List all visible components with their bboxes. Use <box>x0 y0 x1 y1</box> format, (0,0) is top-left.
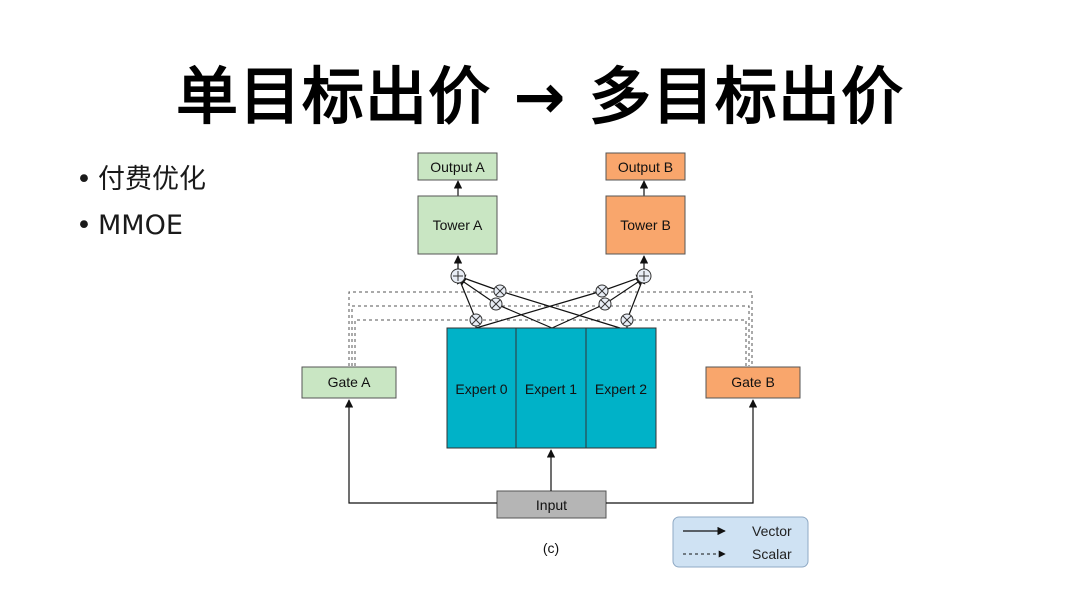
expert-2-label: Expert 2 <box>595 381 647 397</box>
gate-a-label: Gate A <box>328 374 371 390</box>
multiply-node <box>595 284 609 298</box>
multiply-node <box>469 313 483 327</box>
sum-node <box>450 268 466 284</box>
input-box: Input <box>496 490 607 519</box>
legend-scalar-label: Scalar <box>752 546 792 562</box>
tower-a-label: Tower A <box>433 217 483 233</box>
bullet-list: •付费优化 •MMOE <box>76 160 206 252</box>
input-arrows <box>344 399 758 504</box>
legend-vector-label: Vector <box>752 523 792 539</box>
experts-block: Expert 0 Expert 1 Expert 2 <box>446 327 657 449</box>
output-b-box: Output B <box>605 152 686 181</box>
tower-b-label: Tower B <box>620 217 671 233</box>
multiply-node <box>620 313 634 327</box>
bullet-item: •付费优化 <box>76 164 206 195</box>
figure-caption: (c) <box>543 540 559 556</box>
multiply-node <box>598 297 612 311</box>
multiply-node <box>493 284 507 298</box>
multiply-node <box>489 297 503 311</box>
gate-b-box: Gate B <box>705 366 801 399</box>
bullet-text: MMOE <box>98 210 183 241</box>
gate-b-label: Gate B <box>731 374 775 390</box>
output-b-label: Output B <box>618 159 673 175</box>
expert-1-label: Expert 1 <box>525 381 577 397</box>
bullet-item: •MMOE <box>76 210 183 241</box>
input-label: Input <box>536 497 567 513</box>
expert-0-label: Expert 0 <box>455 381 507 397</box>
slide-title: 单目标出价 → 多目标出价 <box>175 60 905 133</box>
legend: Vector Scalar <box>672 516 809 568</box>
sum-node <box>636 268 652 284</box>
tower-b-box: Tower B <box>605 195 686 255</box>
bullet-text: 付费优化 <box>98 164 206 195</box>
gate-a-box: Gate A <box>301 366 397 399</box>
output-a-label: Output A <box>430 159 485 175</box>
tower-a-box: Tower A <box>417 195 498 255</box>
output-a-box: Output A <box>417 152 498 181</box>
